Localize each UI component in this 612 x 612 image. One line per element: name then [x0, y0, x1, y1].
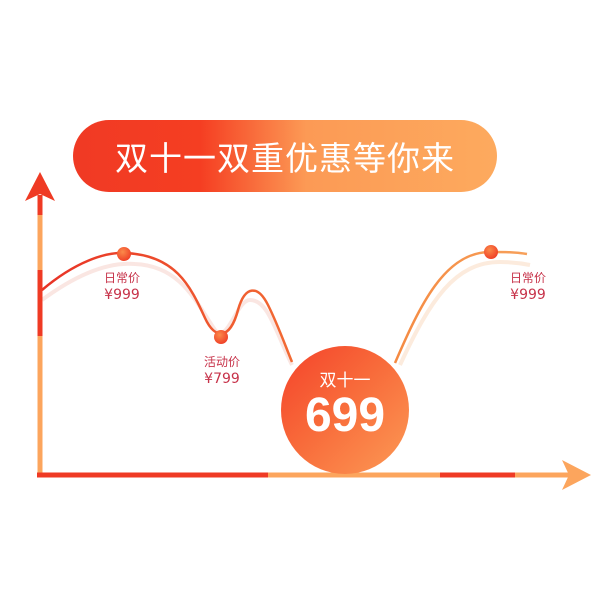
badge-title: 双十一 — [319, 371, 371, 391]
promo-banner: 双十一双重优惠等你来 — [73, 120, 497, 192]
price-curve-right — [393, 250, 528, 364]
label-price: ¥999 — [510, 287, 546, 303]
price-label-daily-right: 日常价 ¥999 — [498, 270, 558, 304]
point-marker-3 — [484, 245, 498, 259]
curve-shadow — [40, 261, 294, 366]
x-axis-arrow-icon — [562, 460, 591, 490]
point-marker-2 — [214, 330, 228, 344]
badge-price: 699 — [304, 389, 386, 442]
label-text: 日常价 — [103, 271, 140, 285]
price-curve-left — [41, 251, 294, 363]
banner-title: 双十一双重优惠等你来 — [115, 139, 455, 178]
price-label-activity: 活动价 ¥799 — [192, 354, 252, 388]
label-price: ¥999 — [104, 287, 140, 303]
label-text: 日常价 — [509, 271, 546, 285]
y-axis-arrow-icon — [25, 172, 55, 201]
price-label-daily-left: 日常价 ¥999 — [92, 270, 152, 304]
double11-price-badge: 双十一 699 — [281, 346, 409, 474]
label-text: 活动价 — [203, 355, 240, 369]
curve-shadow-right — [398, 259, 531, 366]
point-marker-1 — [117, 247, 131, 261]
label-price: ¥799 — [204, 371, 240, 387]
